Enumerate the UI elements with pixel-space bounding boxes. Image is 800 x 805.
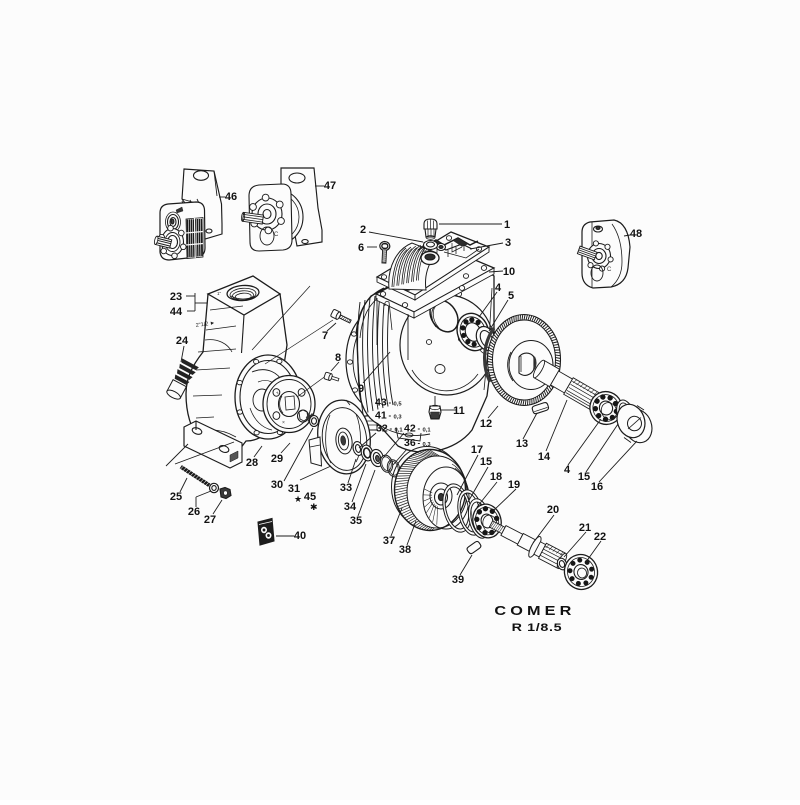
svg-text:21: 21 bbox=[579, 522, 591, 534]
svg-text:★: ★ bbox=[294, 494, 302, 504]
svg-text:37: 37 bbox=[383, 535, 395, 547]
svg-text:40: 40 bbox=[294, 530, 306, 542]
svg-text:C: C bbox=[274, 232, 279, 238]
svg-text:-: - bbox=[389, 411, 392, 420]
svg-text:36: 36 bbox=[404, 437, 416, 449]
svg-text:16: 16 bbox=[591, 481, 603, 493]
svg-text:1: 1 bbox=[504, 219, 510, 231]
svg-text:COMER: COMER bbox=[494, 605, 575, 619]
svg-text:0,3: 0,3 bbox=[423, 442, 432, 448]
svg-text:R 1/8.5: R 1/8.5 bbox=[512, 621, 563, 634]
svg-text:2: 2 bbox=[360, 224, 366, 236]
svg-text:-: - bbox=[418, 439, 421, 448]
svg-text:12: 12 bbox=[480, 418, 492, 430]
svg-text:42: 42 bbox=[404, 423, 416, 435]
svg-text:C: C bbox=[607, 267, 612, 273]
svg-text:41: 41 bbox=[375, 410, 387, 422]
svg-text:25: 25 bbox=[170, 491, 182, 503]
svg-text:✱: ✱ bbox=[310, 502, 318, 512]
svg-text:33: 33 bbox=[340, 482, 352, 494]
svg-text:15: 15 bbox=[480, 456, 492, 468]
svg-text:11: 11 bbox=[453, 405, 465, 417]
svg-text:28: 28 bbox=[246, 457, 258, 469]
svg-text:29: 29 bbox=[271, 453, 283, 465]
svg-text:-: - bbox=[389, 398, 392, 407]
svg-text:19: 19 bbox=[508, 479, 520, 491]
svg-text:0,1: 0,1 bbox=[395, 428, 404, 434]
svg-text:23: 23 bbox=[170, 291, 182, 303]
svg-text:0,5: 0,5 bbox=[394, 402, 403, 408]
svg-text:7: 7 bbox=[322, 330, 328, 342]
svg-text:0,1: 0,1 bbox=[423, 428, 432, 434]
svg-text:48: 48 bbox=[630, 228, 642, 240]
svg-text:17: 17 bbox=[471, 444, 483, 456]
svg-text:20: 20 bbox=[547, 504, 559, 516]
svg-text:-: - bbox=[390, 424, 393, 433]
svg-text:39: 39 bbox=[452, 574, 464, 586]
svg-text:18: 18 bbox=[490, 471, 502, 483]
svg-text:5: 5 bbox=[508, 290, 514, 302]
svg-text:30: 30 bbox=[271, 479, 283, 491]
svg-text:38: 38 bbox=[399, 544, 411, 556]
svg-text:0,3: 0,3 bbox=[394, 415, 403, 421]
svg-text:14: 14 bbox=[538, 451, 551, 463]
svg-text:15: 15 bbox=[578, 471, 590, 483]
svg-text:46: 46 bbox=[225, 191, 237, 203]
svg-text:4: 4 bbox=[495, 282, 502, 294]
svg-text:43: 43 bbox=[375, 397, 387, 409]
svg-text:-: - bbox=[418, 424, 421, 433]
svg-text:27: 27 bbox=[204, 514, 216, 526]
svg-text:22: 22 bbox=[594, 531, 606, 543]
svg-text:47: 47 bbox=[324, 180, 336, 192]
svg-text:1": 1" bbox=[217, 291, 222, 296]
svg-text:35: 35 bbox=[350, 515, 362, 527]
svg-text:10: 10 bbox=[503, 266, 515, 278]
svg-text:×: × bbox=[282, 420, 285, 426]
svg-text:24: 24 bbox=[176, 335, 189, 347]
svg-text:9: 9 bbox=[358, 383, 364, 395]
svg-text:4: 4 bbox=[564, 464, 571, 476]
svg-text:26: 26 bbox=[188, 506, 200, 518]
svg-text:32: 32 bbox=[376, 423, 388, 435]
svg-text:6: 6 bbox=[358, 242, 364, 254]
svg-text:34: 34 bbox=[344, 501, 357, 513]
svg-text:8: 8 bbox=[335, 352, 341, 364]
svg-text:44: 44 bbox=[170, 306, 183, 318]
svg-text:3: 3 bbox=[505, 237, 511, 249]
svg-text:13: 13 bbox=[516, 438, 528, 450]
